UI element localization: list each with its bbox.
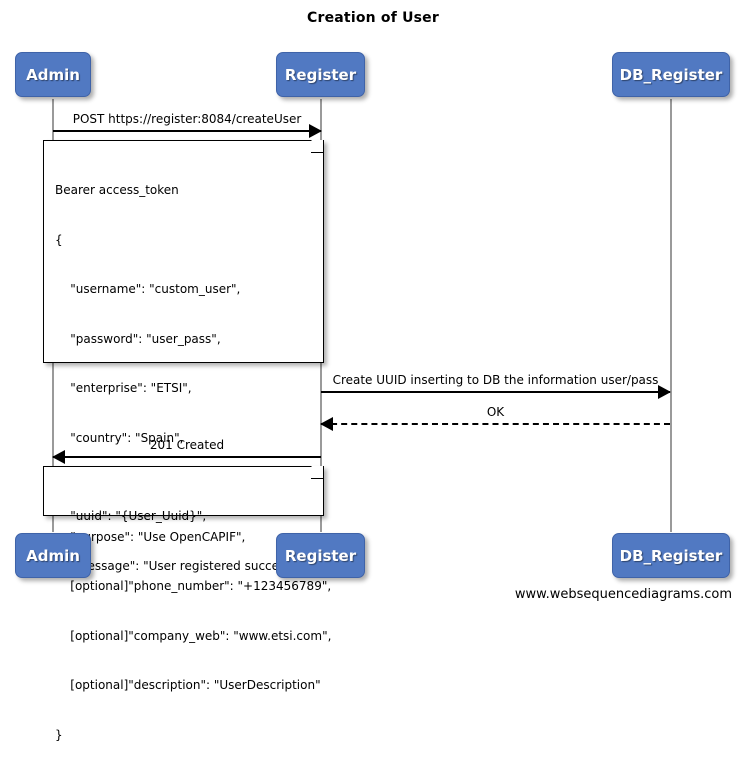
actor-admin-top-label: Admin [26,65,80,84]
actor-admin-bottom-label: Admin [26,546,80,565]
message-line [321,423,670,425]
note-line: [optional]"phone_number": "+123456789", [55,579,332,593]
sequence-diagram: Creation of User Admin Register DB_Regis… [0,0,746,610]
note-response-body: "uuid": "{User_Uuid}", "message": "User … [43,466,324,573]
note-line: [optional]"description": "UserDescriptio… [55,678,321,692]
message-label: 201 Created [149,438,225,452]
note-line: "password": "user_pass", [55,331,221,346]
note-line: Bearer access_token [55,183,179,197]
actor-db-register-top-label: DB_Register [619,65,723,84]
actor-db-register-bottom-label: DB_Register [619,546,723,565]
actor-db-register-top[interactable]: DB_Register [612,52,730,97]
actor-register-bottom-label: Register [284,546,357,565]
message-line [53,130,321,132]
message-line [321,391,670,393]
note-body [43,140,324,363]
note-line: "country": "Spain", [55,430,184,445]
note-body [43,466,324,516]
actor-register-top[interactable]: Register [276,52,365,97]
arrow-head-left-icon [320,417,333,431]
note-line: "enterprise": "ETSI", [55,381,192,395]
page-title: Creation of User [307,10,439,26]
note-request-body: Bearer access_token { "username": "custo… [43,140,331,742]
arrow-head-left-icon [52,450,65,464]
note-fold-corner-icon [311,466,324,479]
actor-admin-bottom[interactable]: Admin [15,533,91,578]
note-line: "message": "User registered successfully… [55,558,323,573]
lifeline-db-register [670,99,672,532]
message-label: POST https://register:8084/createUser [72,112,302,126]
note-line: "uuid": "{User_Uuid}", [55,509,207,523]
note-fold-corner-icon [311,140,324,153]
note-line: [optional]"company_web": "www.etsi.com", [55,628,332,643]
arrow-head-right-icon [309,124,322,138]
message-line [53,456,321,458]
note-line: "username": "custom_user", [55,282,241,296]
actor-register-bottom[interactable]: Register [276,533,365,578]
note-request-text: Bearer access_token { "username": "custo… [43,140,332,784]
note-line: } [55,727,63,742]
footer-credit: www.websequencediagrams.com [514,587,732,602]
actor-register-top-label: Register [284,65,357,84]
actor-admin-top[interactable]: Admin [15,52,91,97]
actor-db-register-bottom[interactable]: DB_Register [612,533,730,578]
message-label: Create UUID inserting to DB the informat… [332,373,659,387]
message-label: OK [486,405,505,419]
arrow-head-right-icon [658,385,671,399]
note-line: { [55,232,63,247]
